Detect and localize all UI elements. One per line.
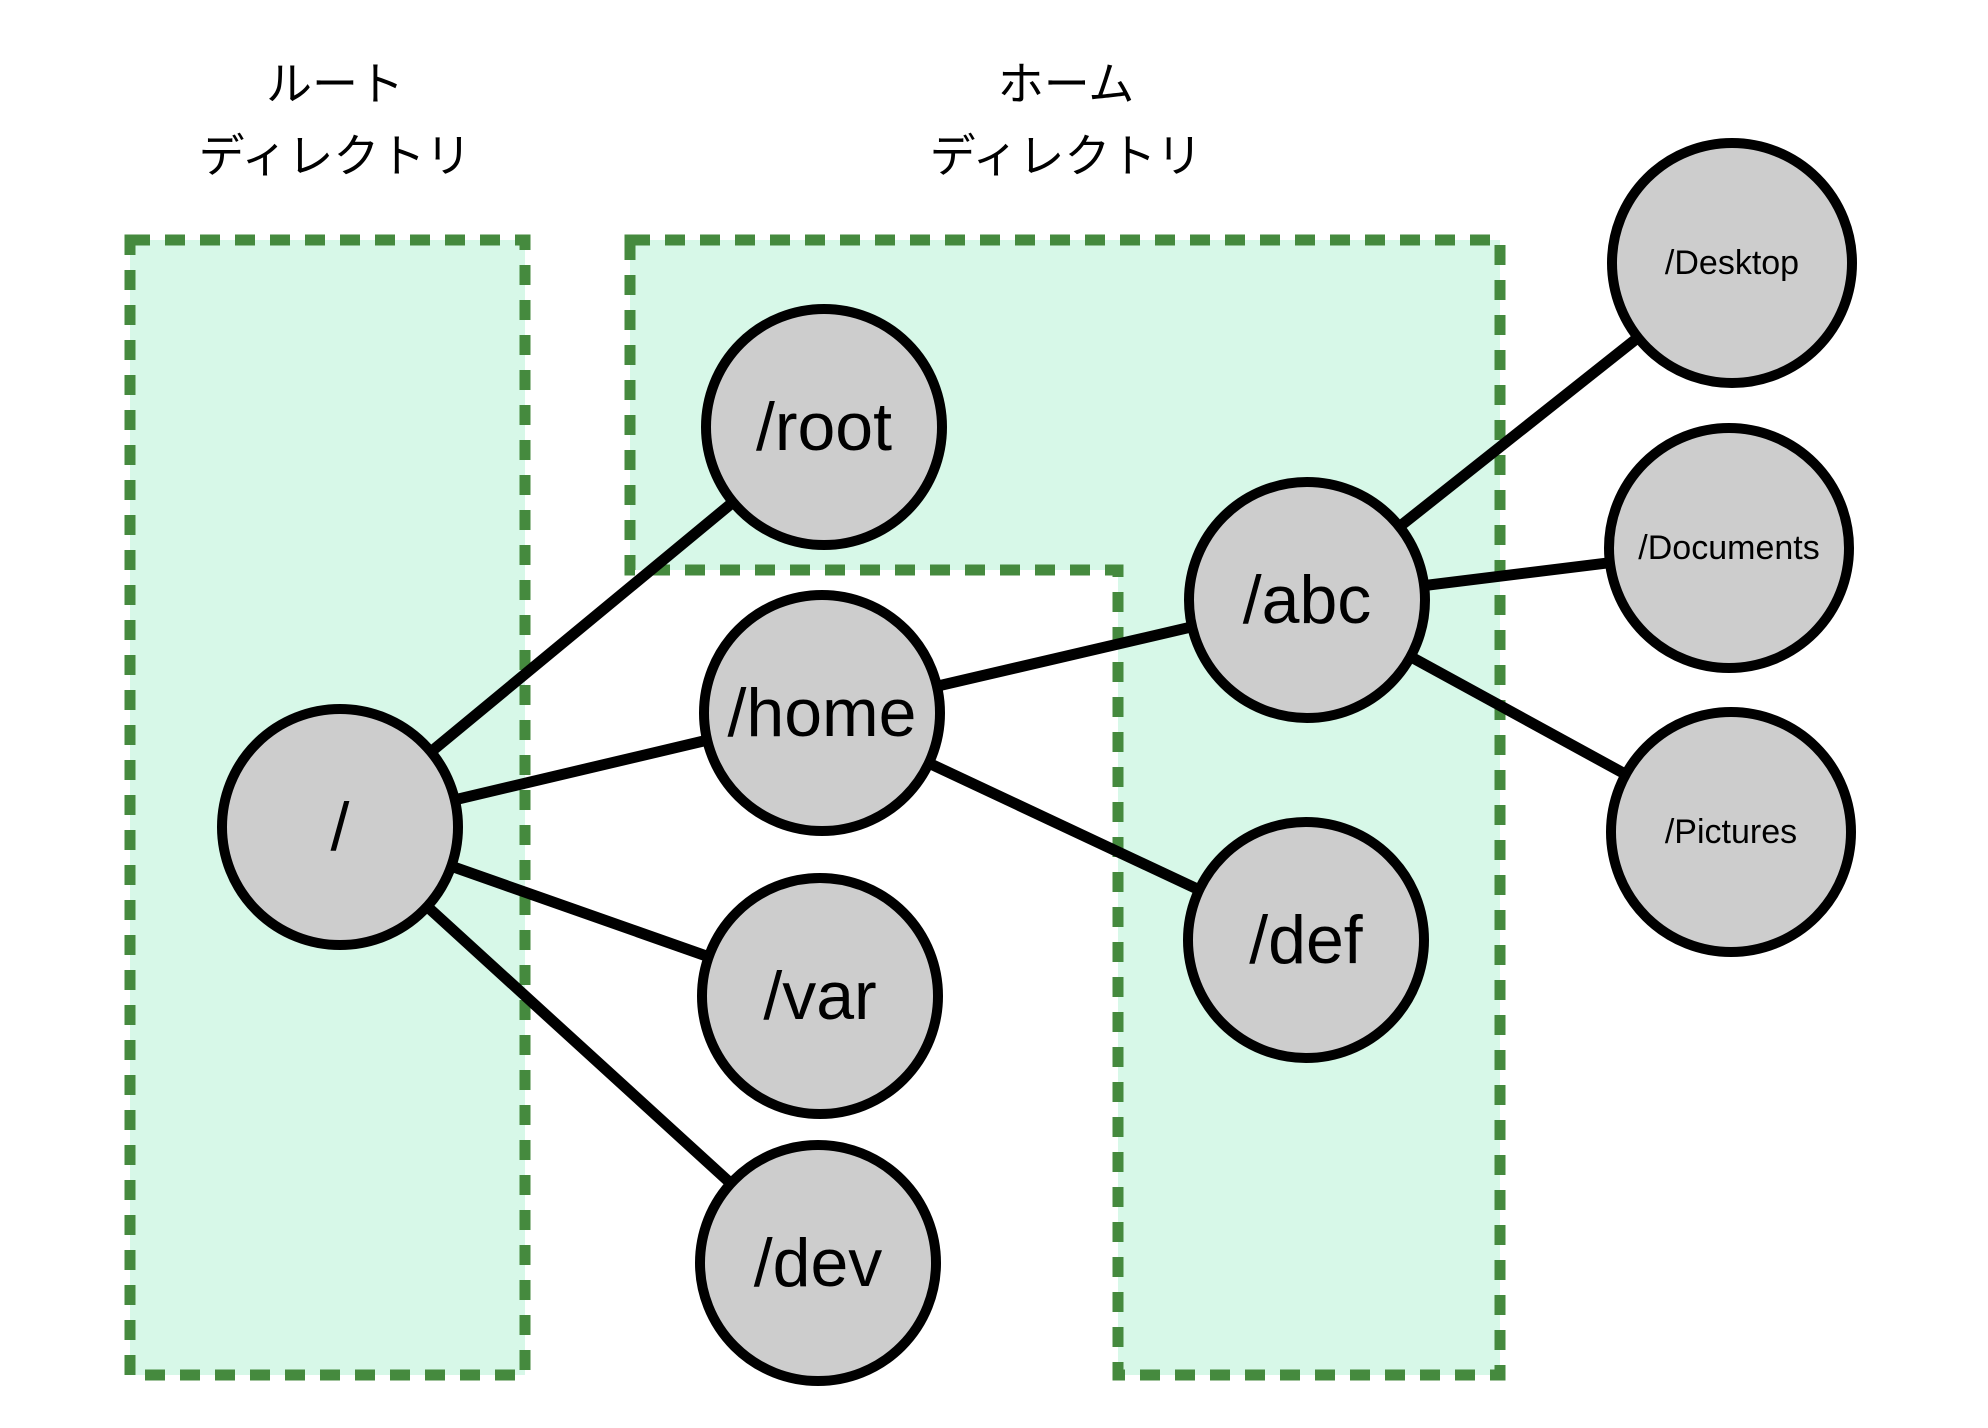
node-label-var: /var xyxy=(763,958,876,1034)
node-label-def: /def xyxy=(1249,902,1363,978)
node-label-desktop: /Desktop xyxy=(1665,244,1799,282)
node-label-slash: / xyxy=(331,789,350,865)
region-label-home-directory-line2: ディレクトリ xyxy=(930,130,1203,182)
region-label-home-directory-line1: ホーム xyxy=(998,58,1135,110)
node-circle-root xyxy=(701,304,947,550)
node-circle-documents xyxy=(1604,423,1854,673)
node-pictures: /Pictures xyxy=(1606,707,1856,957)
node-circle-def xyxy=(1183,817,1429,1063)
node-label-dev: /dev xyxy=(754,1225,883,1301)
node-dev: /dev xyxy=(695,1140,941,1386)
node-circle-var xyxy=(697,873,943,1119)
node-label-documents: /Documents xyxy=(1638,529,1819,567)
node-circle-pictures xyxy=(1606,707,1856,957)
node-label-pictures: /Pictures xyxy=(1665,813,1797,851)
node-def: /def xyxy=(1183,817,1429,1063)
node-label-home: /home xyxy=(728,675,917,751)
node-circle-desktop xyxy=(1607,138,1857,388)
node-circle-abc xyxy=(1184,477,1430,723)
node-desktop: /Desktop xyxy=(1607,138,1857,388)
node-circle-home xyxy=(699,590,945,836)
node-var: /var xyxy=(697,873,943,1119)
node-documents: /Documents xyxy=(1604,423,1854,673)
node-label-abc: /abc xyxy=(1243,562,1372,638)
region-label-root-directory-line2: ディレクトリ xyxy=(199,130,472,182)
node-circle-dev xyxy=(695,1140,941,1386)
node-root: /root xyxy=(701,304,947,550)
region-label-root-directory-line1: ルート xyxy=(266,58,404,110)
node-circle-slash xyxy=(217,704,463,950)
node-slash: / xyxy=(217,704,463,950)
node-home: /home xyxy=(699,590,945,836)
nodes: / /root/home/var/dev/abc/def/Desktop/Docu… xyxy=(217,138,1857,1386)
node-label-root: /root xyxy=(756,389,892,465)
node-abc: /abc xyxy=(1184,477,1430,723)
